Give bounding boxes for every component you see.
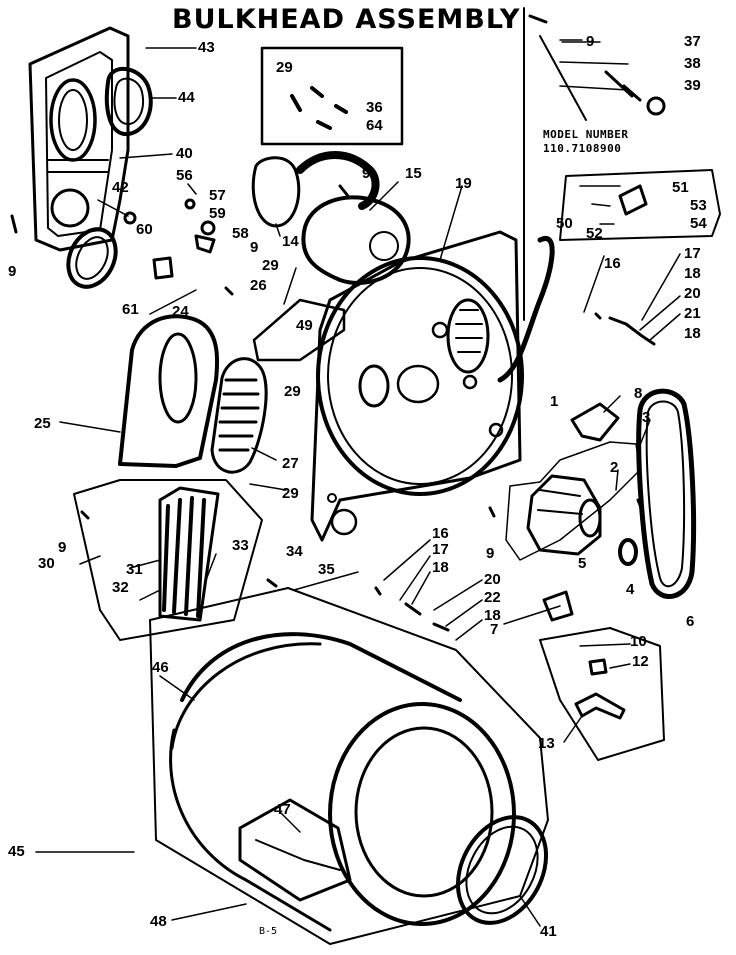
drum-seal-part (455, 815, 549, 925)
callout-18-lowest: 18 (484, 607, 501, 624)
callout-29-lower: 29 (284, 383, 301, 400)
callout-29-upper: 29 (262, 257, 279, 274)
callout-13: 13 (538, 735, 555, 752)
callout-48: 48 (150, 913, 167, 930)
callout-53: 53 (690, 197, 707, 214)
front-panel-part (28, 26, 130, 252)
callout-44: 44 (178, 89, 195, 106)
callout-40: 40 (176, 145, 193, 162)
callout-60: 60 (136, 221, 153, 238)
callout-25: 25 (34, 415, 51, 432)
duct-housing-part (118, 314, 220, 468)
callout-32: 32 (112, 579, 129, 596)
callout-12: 12 (632, 653, 649, 670)
seal-gasket-part (104, 66, 153, 137)
heating-element-part (158, 486, 220, 622)
callout-18-lower: 18 (432, 559, 449, 576)
callout-24: 24 (172, 303, 189, 320)
drive-motor-part (505, 441, 641, 566)
callout-14: 14 (282, 233, 299, 250)
callout-41: 41 (540, 923, 557, 940)
callout-56: 56 (176, 167, 193, 184)
callout-9-mid: 9 (250, 239, 259, 256)
callout-9-top: 9 (362, 165, 371, 182)
callout-37: 37 (684, 33, 701, 50)
hardware-inset-box (260, 46, 404, 146)
callout-5: 5 (578, 555, 587, 572)
callout-9-bulkhead: 9 (486, 545, 495, 562)
callout-19: 19 (455, 175, 472, 192)
callout-45: 45 (8, 843, 25, 860)
callout-4: 4 (626, 581, 635, 598)
callout-6: 6 (686, 613, 695, 630)
callout-18-upper: 18 (684, 265, 701, 282)
callout-61: 61 (122, 301, 139, 318)
callout-26: 26 (250, 277, 267, 294)
callout-7: 7 (490, 621, 499, 638)
diagram-title: BULKHEAD ASSEMBLY (172, 4, 521, 35)
callout-20-upper: 20 (684, 285, 701, 302)
callout-15: 15 (405, 165, 422, 182)
callout-52: 52 (586, 225, 603, 242)
callout-34: 34 (286, 543, 303, 560)
callout-9-top-right: 9 (586, 33, 595, 50)
callout-38: 38 (684, 55, 701, 72)
callout-36: 36 (366, 99, 383, 116)
callout-16-lower: 16 (432, 525, 449, 542)
callout-51: 51 (672, 179, 689, 196)
callout-54: 54 (690, 215, 707, 232)
callout-29-heater: 29 (282, 485, 299, 502)
callout-17-upper: 17 (684, 245, 701, 262)
callout-50: 50 (556, 215, 573, 232)
callout-31: 31 (126, 561, 143, 578)
lint-duct-part (301, 195, 411, 285)
callout-39: 39 (684, 77, 701, 94)
callout-1: 1 (550, 393, 559, 410)
callout-43: 43 (198, 39, 215, 56)
heater-housing-outline (73, 479, 263, 641)
callout-59: 59 (209, 205, 226, 222)
model-number-value: 110.7108900 (543, 142, 622, 155)
idler-bracket-part (251, 156, 301, 228)
callout-30: 30 (38, 555, 55, 572)
callout-10: 10 (630, 633, 647, 650)
callout-22: 22 (484, 589, 501, 606)
callout-58: 58 (232, 225, 249, 242)
drum-part (149, 587, 549, 945)
callout-46: 46 (152, 659, 169, 676)
callout-42: 42 (112, 179, 129, 196)
callout-8: 8 (634, 385, 643, 402)
door-seal-part (66, 227, 118, 289)
callout-9-left: 9 (8, 263, 17, 280)
page-code: B-5 (259, 926, 278, 937)
callout-57: 57 (209, 187, 226, 204)
callout-21: 21 (684, 305, 701, 322)
callout-18-right: 18 (684, 325, 701, 342)
callout-64: 64 (366, 117, 383, 134)
model-number-block: MODEL NUMBER 110.7108900 (543, 128, 628, 156)
callout-9-heater: 9 (58, 539, 67, 556)
callout-2: 2 (610, 459, 619, 476)
callout-16-upper: 16 (604, 255, 621, 272)
callout-33: 33 (232, 537, 249, 554)
callout-17-lower: 17 (432, 541, 449, 558)
callout-49: 49 (296, 317, 313, 334)
callout-29-inset: 29 (276, 59, 293, 76)
callout-20-lower: 20 (484, 571, 501, 588)
callout-27: 27 (282, 455, 299, 472)
rear-bulkhead-part (310, 230, 524, 542)
callout-47: 47 (274, 801, 291, 818)
callout-3: 3 (642, 409, 651, 426)
model-number-label: MODEL NUMBER (543, 128, 629, 141)
lint-filter-part (210, 357, 268, 474)
callout-35: 35 (318, 561, 335, 578)
